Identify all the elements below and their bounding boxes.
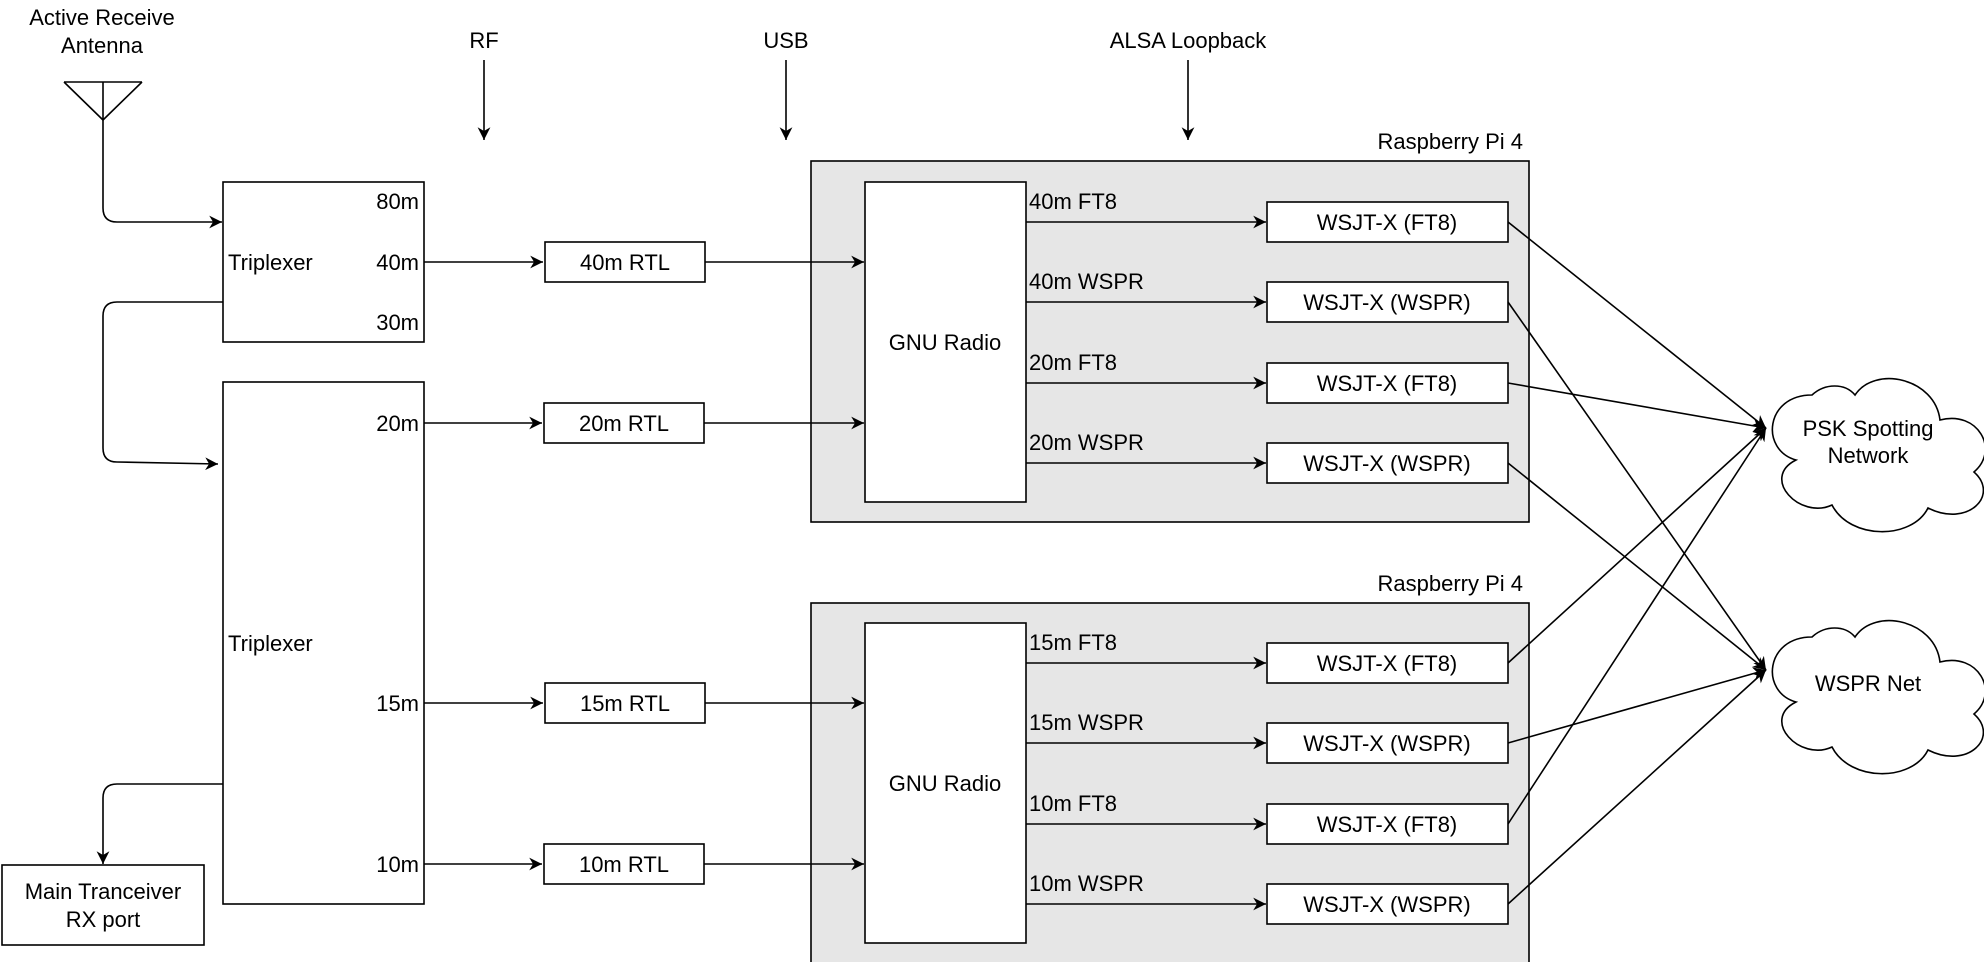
- triplexer-to-transceiver-connector: [96, 783, 223, 864]
- rtl-40m-label: 40m RTL: [580, 250, 670, 275]
- triplexer-bottom-label: Triplexer: [228, 631, 313, 656]
- gnu-radio-top: [864, 181, 1027, 503]
- triplexer-bottom: [222, 381, 425, 905]
- wsjtx-40m-ft8: [1266, 201, 1509, 243]
- alsa-label: ALSA Loopback: [1110, 28, 1268, 53]
- triplexer-top: [222, 181, 425, 343]
- wsjtx-40m-ft8-to-psk-connector: [1507, 221, 1767, 429]
- transceiver-label-line1: Main Tranceiver: [25, 879, 182, 904]
- psk-spotting-network-cloud: [1771, 378, 1984, 533]
- gnu-radio-top-label: GNU Radio: [889, 330, 1001, 355]
- antenna-icon: [63, 81, 143, 121]
- rtl-10m: [543, 843, 705, 885]
- gnu-radio-bottom-label: GNU Radio: [889, 771, 1001, 796]
- channel-20m-ft8: 20m FT8: [1029, 350, 1117, 375]
- rtl-15m-label: 15m RTL: [580, 691, 670, 716]
- wsjtx-10m-wspr-to-wsprnet-connector: [1507, 669, 1767, 905]
- psk-spotting-network-line1: PSK Spotting: [1803, 416, 1934, 441]
- channel-15m-wspr: 15m WSPR: [1029, 710, 1144, 735]
- antenna-label-line1: Active Receive: [29, 5, 175, 30]
- antenna-to-triplexer-connector: [102, 120, 222, 229]
- wsjtx-10m-wspr: [1266, 883, 1509, 925]
- raspberry-pi-top-title: Raspberry Pi 4: [1377, 129, 1523, 154]
- wsjtx-15m-ft8: [1266, 642, 1509, 684]
- wsjtx-15m-wspr: [1266, 722, 1509, 764]
- wsjtx-10m-ft8-label: WSJT-X (FT8): [1317, 812, 1458, 837]
- wsjtx-10m-ft8-to-psk-connector: [1507, 427, 1767, 825]
- rtl-10m-label: 10m RTL: [579, 852, 669, 877]
- channel-20m-wspr: 20m WSPR: [1029, 430, 1144, 455]
- channel-10m-ft8: 10m FT8: [1029, 791, 1117, 816]
- psk-spotting-network-line2: Network: [1828, 443, 1910, 468]
- channel-40m-ft8: 40m FT8: [1029, 189, 1117, 214]
- triplexer-top-port-30m: 30m: [376, 310, 419, 335]
- wsjtx-15m-ft8-to-psk-connector: [1507, 427, 1767, 664]
- channel-10m-wspr: 10m WSPR: [1029, 871, 1144, 896]
- wsjtx-10m-wspr-label: WSJT-X (WSPR): [1303, 892, 1470, 917]
- rtl-20m-label: 20m RTL: [579, 411, 669, 436]
- gnu-radio-bottom: [864, 622, 1027, 944]
- triplexer-link-connector: [102, 301, 223, 471]
- triplexer-bottom-port-15m: 15m: [376, 691, 419, 716]
- wsjtx-20m-ft8: [1266, 362, 1509, 404]
- rtl-15m: [544, 682, 706, 724]
- wsjtx-40m-ft8-label: WSJT-X (FT8): [1317, 210, 1458, 235]
- triplexer-top-label: Triplexer: [228, 250, 313, 275]
- rtl-20m: [543, 402, 705, 444]
- raspberry-pi-bottom-title: Raspberry Pi 4: [1377, 571, 1523, 596]
- wsjtx-20m-wspr-label: WSJT-X (WSPR): [1303, 451, 1470, 476]
- usb-label: USB: [763, 28, 808, 53]
- wsjtx-20m-wspr-to-wsprnet-connector: [1507, 462, 1767, 671]
- transceiver-label-line2: RX port: [66, 907, 141, 932]
- triplexer-bottom-port-20m: 20m: [376, 411, 419, 436]
- triplexer-bottom-port-10m: 10m: [376, 852, 419, 877]
- channel-15m-ft8: 15m FT8: [1029, 630, 1117, 655]
- triplexer-top-port-40m: 40m: [376, 250, 419, 275]
- wsjtx-40m-wspr-label: WSJT-X (WSPR): [1303, 290, 1470, 315]
- antenna-label-line2: Antenna: [61, 33, 144, 58]
- rf-label: RF: [469, 28, 498, 53]
- wspr-net-cloud: [1771, 620, 1984, 775]
- wsjtx-40m-wspr-to-wsprnet-connector: [1507, 301, 1767, 671]
- wspr-net-label: WSPR Net: [1815, 671, 1921, 696]
- rtl-40m: [544, 241, 706, 283]
- wsjtx-15m-wspr-label: WSJT-X (WSPR): [1303, 731, 1470, 756]
- wsjtx-15m-wspr-to-wsprnet-connector: [1507, 667, 1767, 744]
- channel-40m-wspr: 40m WSPR: [1029, 269, 1144, 294]
- triplexer-top-port-80m: 80m: [376, 189, 419, 214]
- wsjtx-15m-ft8-label: WSJT-X (FT8): [1317, 651, 1458, 676]
- wsjtx-20m-ft8-label: WSJT-X (FT8): [1317, 371, 1458, 396]
- main-transceiver: [1, 864, 205, 946]
- wsjtx-20m-wspr: [1266, 442, 1509, 484]
- wsjtx-20m-ft8-to-psk-connector: [1507, 382, 1767, 433]
